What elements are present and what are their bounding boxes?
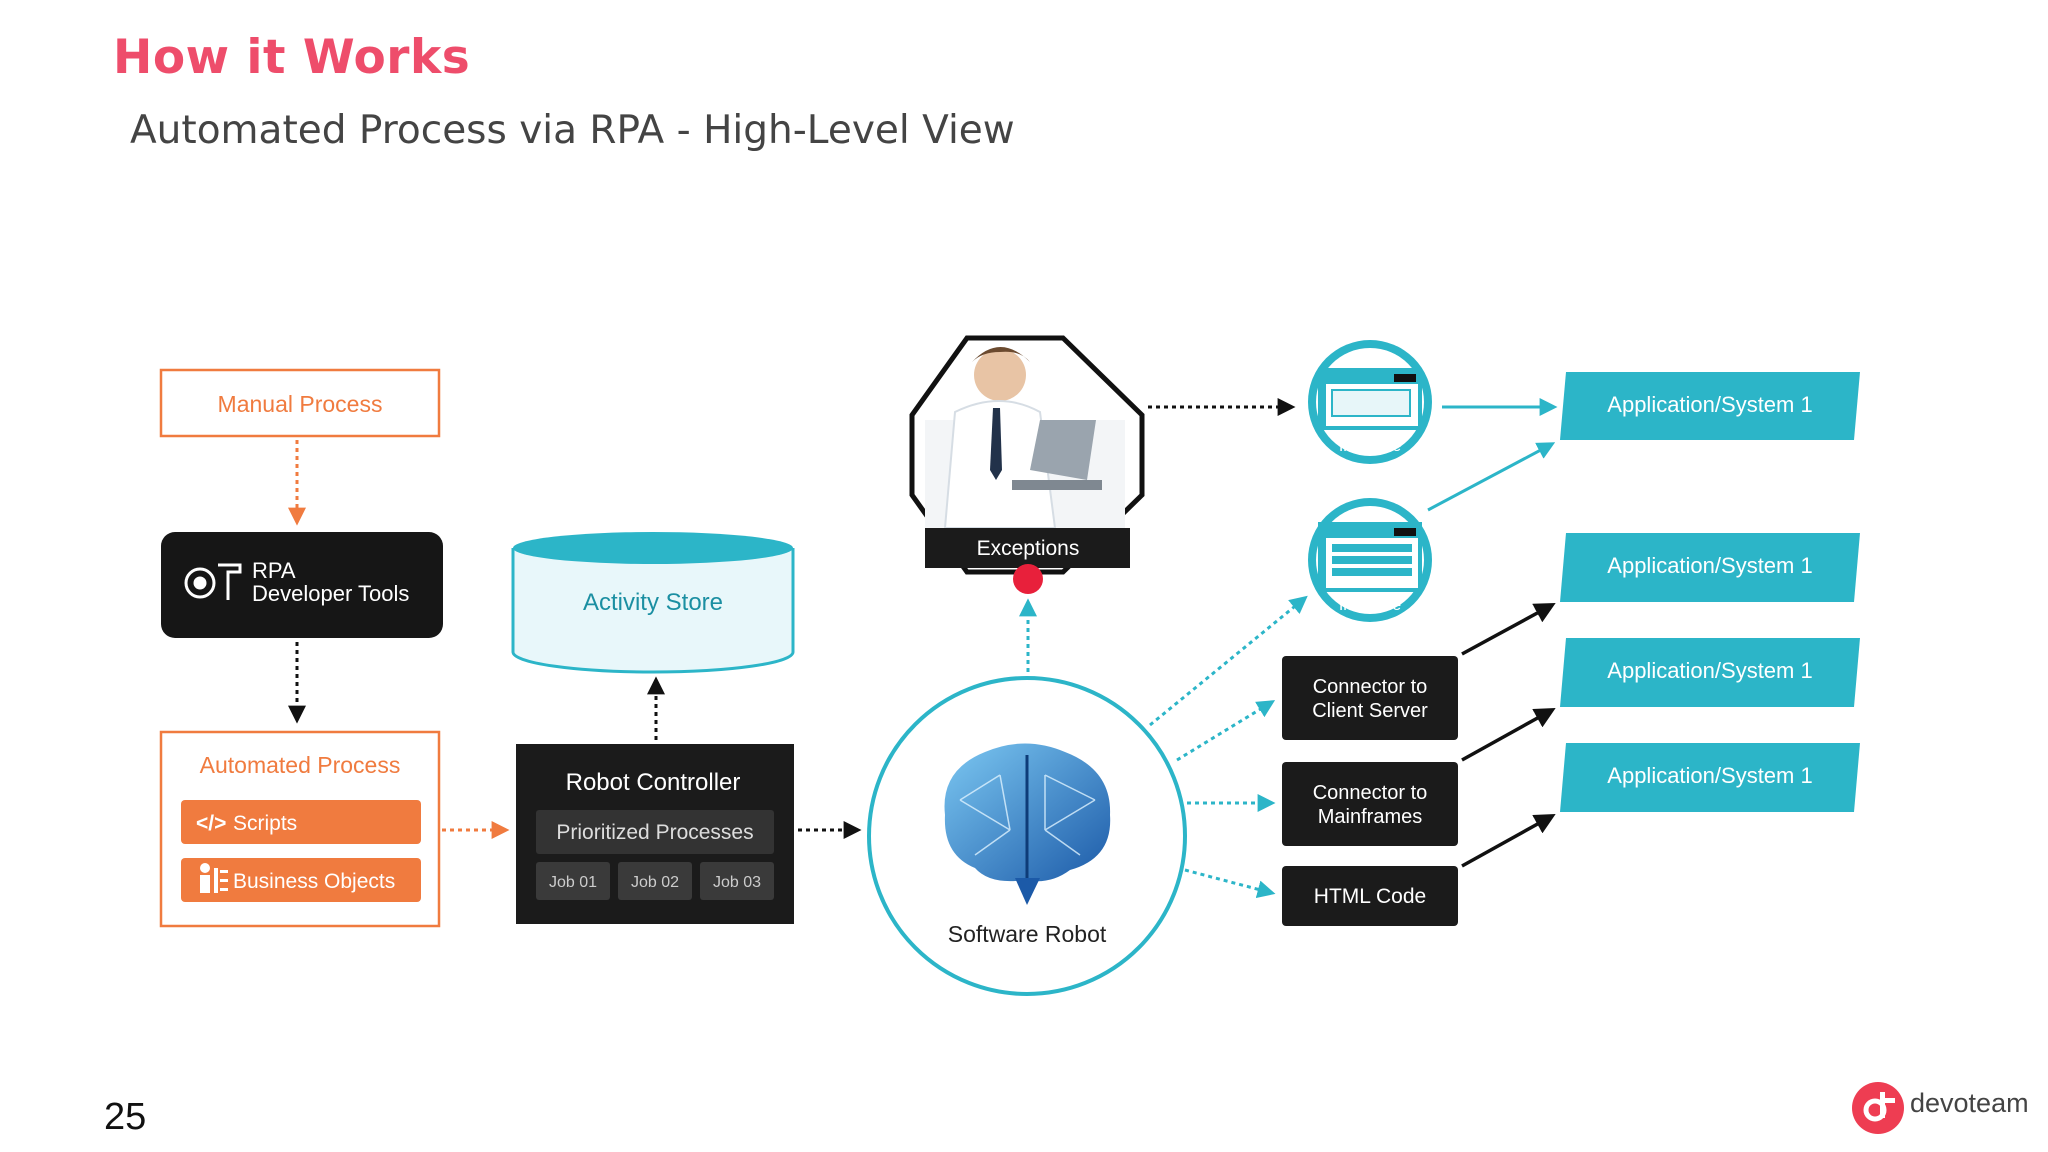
arrow-interface2-to-app: [1427, 442, 1556, 512]
exceptions-label: Exceptions: [977, 537, 1080, 560]
interface-label: Interface: [1339, 597, 1401, 614]
devoteam-logo-icon: [1852, 1082, 1904, 1134]
arrow-html-to-app: [1461, 813, 1556, 868]
brain-icon: [944, 743, 1111, 905]
automated-process-label: Automated Process: [200, 752, 401, 778]
job-pill: [536, 862, 610, 900]
page-number: 25: [104, 1096, 147, 1138]
manual-process-label: Manual Process: [218, 391, 383, 417]
business-objects-pill: [181, 858, 421, 902]
application-box-2: Application/System 1: [1560, 533, 1860, 602]
arrow-client-server-to-app: [1461, 602, 1556, 656]
arrow-robot-to-interface2: [1149, 595, 1308, 727]
activity-store-cylinder: Activity Store: [511, 532, 795, 674]
job-pill: [618, 862, 692, 900]
logo-text: devoteam: [1910, 1088, 2029, 1118]
job-pill: [700, 862, 774, 900]
devoteam-logo: devoteam: [1848, 1080, 2029, 1140]
scripts-label: Scripts: [233, 812, 297, 835]
connector-label: Connector to: [1313, 676, 1428, 698]
exception-red-dot: [1013, 564, 1043, 594]
html-code-label: HTML Code: [1314, 885, 1426, 908]
software-robot-label: Software Robot: [948, 921, 1107, 947]
business-objects-icon: [200, 863, 228, 893]
robot-controller-box: Robot Controller Prioritized Processes J…: [516, 744, 794, 924]
rpa-tools-line1: RPA: [252, 558, 296, 583]
job-label: Job 01: [549, 874, 597, 891]
robot-controller-label: Robot Controller: [566, 769, 741, 796]
business-objects-label: Business Objects: [233, 870, 395, 893]
application-label: Application/System 1: [1607, 392, 1812, 417]
code-icon: </>: [196, 812, 226, 835]
application-box-3: Application/System 1: [1560, 638, 1860, 707]
prioritized-processes-label: Prioritized Processes: [556, 821, 753, 844]
connector-label: Connector to: [1313, 782, 1428, 804]
arrow-mainframes-to-app: [1461, 707, 1556, 762]
connector-label: Client Server: [1312, 700, 1428, 722]
scripts-pill: [181, 800, 421, 844]
application-label: Application/System 1: [1607, 763, 1812, 788]
arrow-robot-to-html: [1184, 868, 1276, 899]
software-robot-circle: Software Robot: [867, 676, 1187, 996]
application-label: Application/System 1: [1607, 658, 1812, 683]
exceptions-octagon: Exceptions: [909, 335, 1145, 594]
connector-client-server-box: Connector to Client Server: [1282, 656, 1458, 740]
interface-label: Interface: [1339, 438, 1401, 455]
connector-label: Mainframes: [1318, 806, 1422, 828]
application-label: Application/System 1: [1607, 553, 1812, 578]
job-label: Job 03: [713, 874, 761, 891]
person-at-laptop-image: [925, 347, 1125, 530]
tools-icon: [184, 563, 242, 600]
application-box-1: Application/System 1: [1560, 372, 1860, 440]
rpa-tools-line2: Developer Tools: [252, 581, 409, 606]
application-box-4: Application/System 1: [1560, 743, 1860, 812]
page-title: How it Works: [113, 30, 471, 85]
rpa-developer-tools-box: RPA Developer Tools: [161, 532, 443, 638]
interface-circle-2: Interface: [1308, 498, 1432, 622]
activity-store-label: Activity Store: [583, 589, 723, 616]
html-code-box: HTML Code: [1282, 866, 1458, 926]
prioritized-processes-pill: [536, 810, 774, 854]
connector-mainframes-box: Connector to Mainframes: [1282, 762, 1458, 846]
page-subtitle: Automated Process via RPA - High-Level V…: [130, 108, 1015, 153]
arrow-robot-to-client-server: [1176, 700, 1276, 762]
automated-process-box: Automated Process </> Scripts Business O…: [159, 730, 441, 928]
job-label: Job 02: [631, 874, 679, 891]
manual-process-box: Manual Process: [159, 368, 441, 438]
interface-circle-1: Interface: [1308, 340, 1432, 464]
